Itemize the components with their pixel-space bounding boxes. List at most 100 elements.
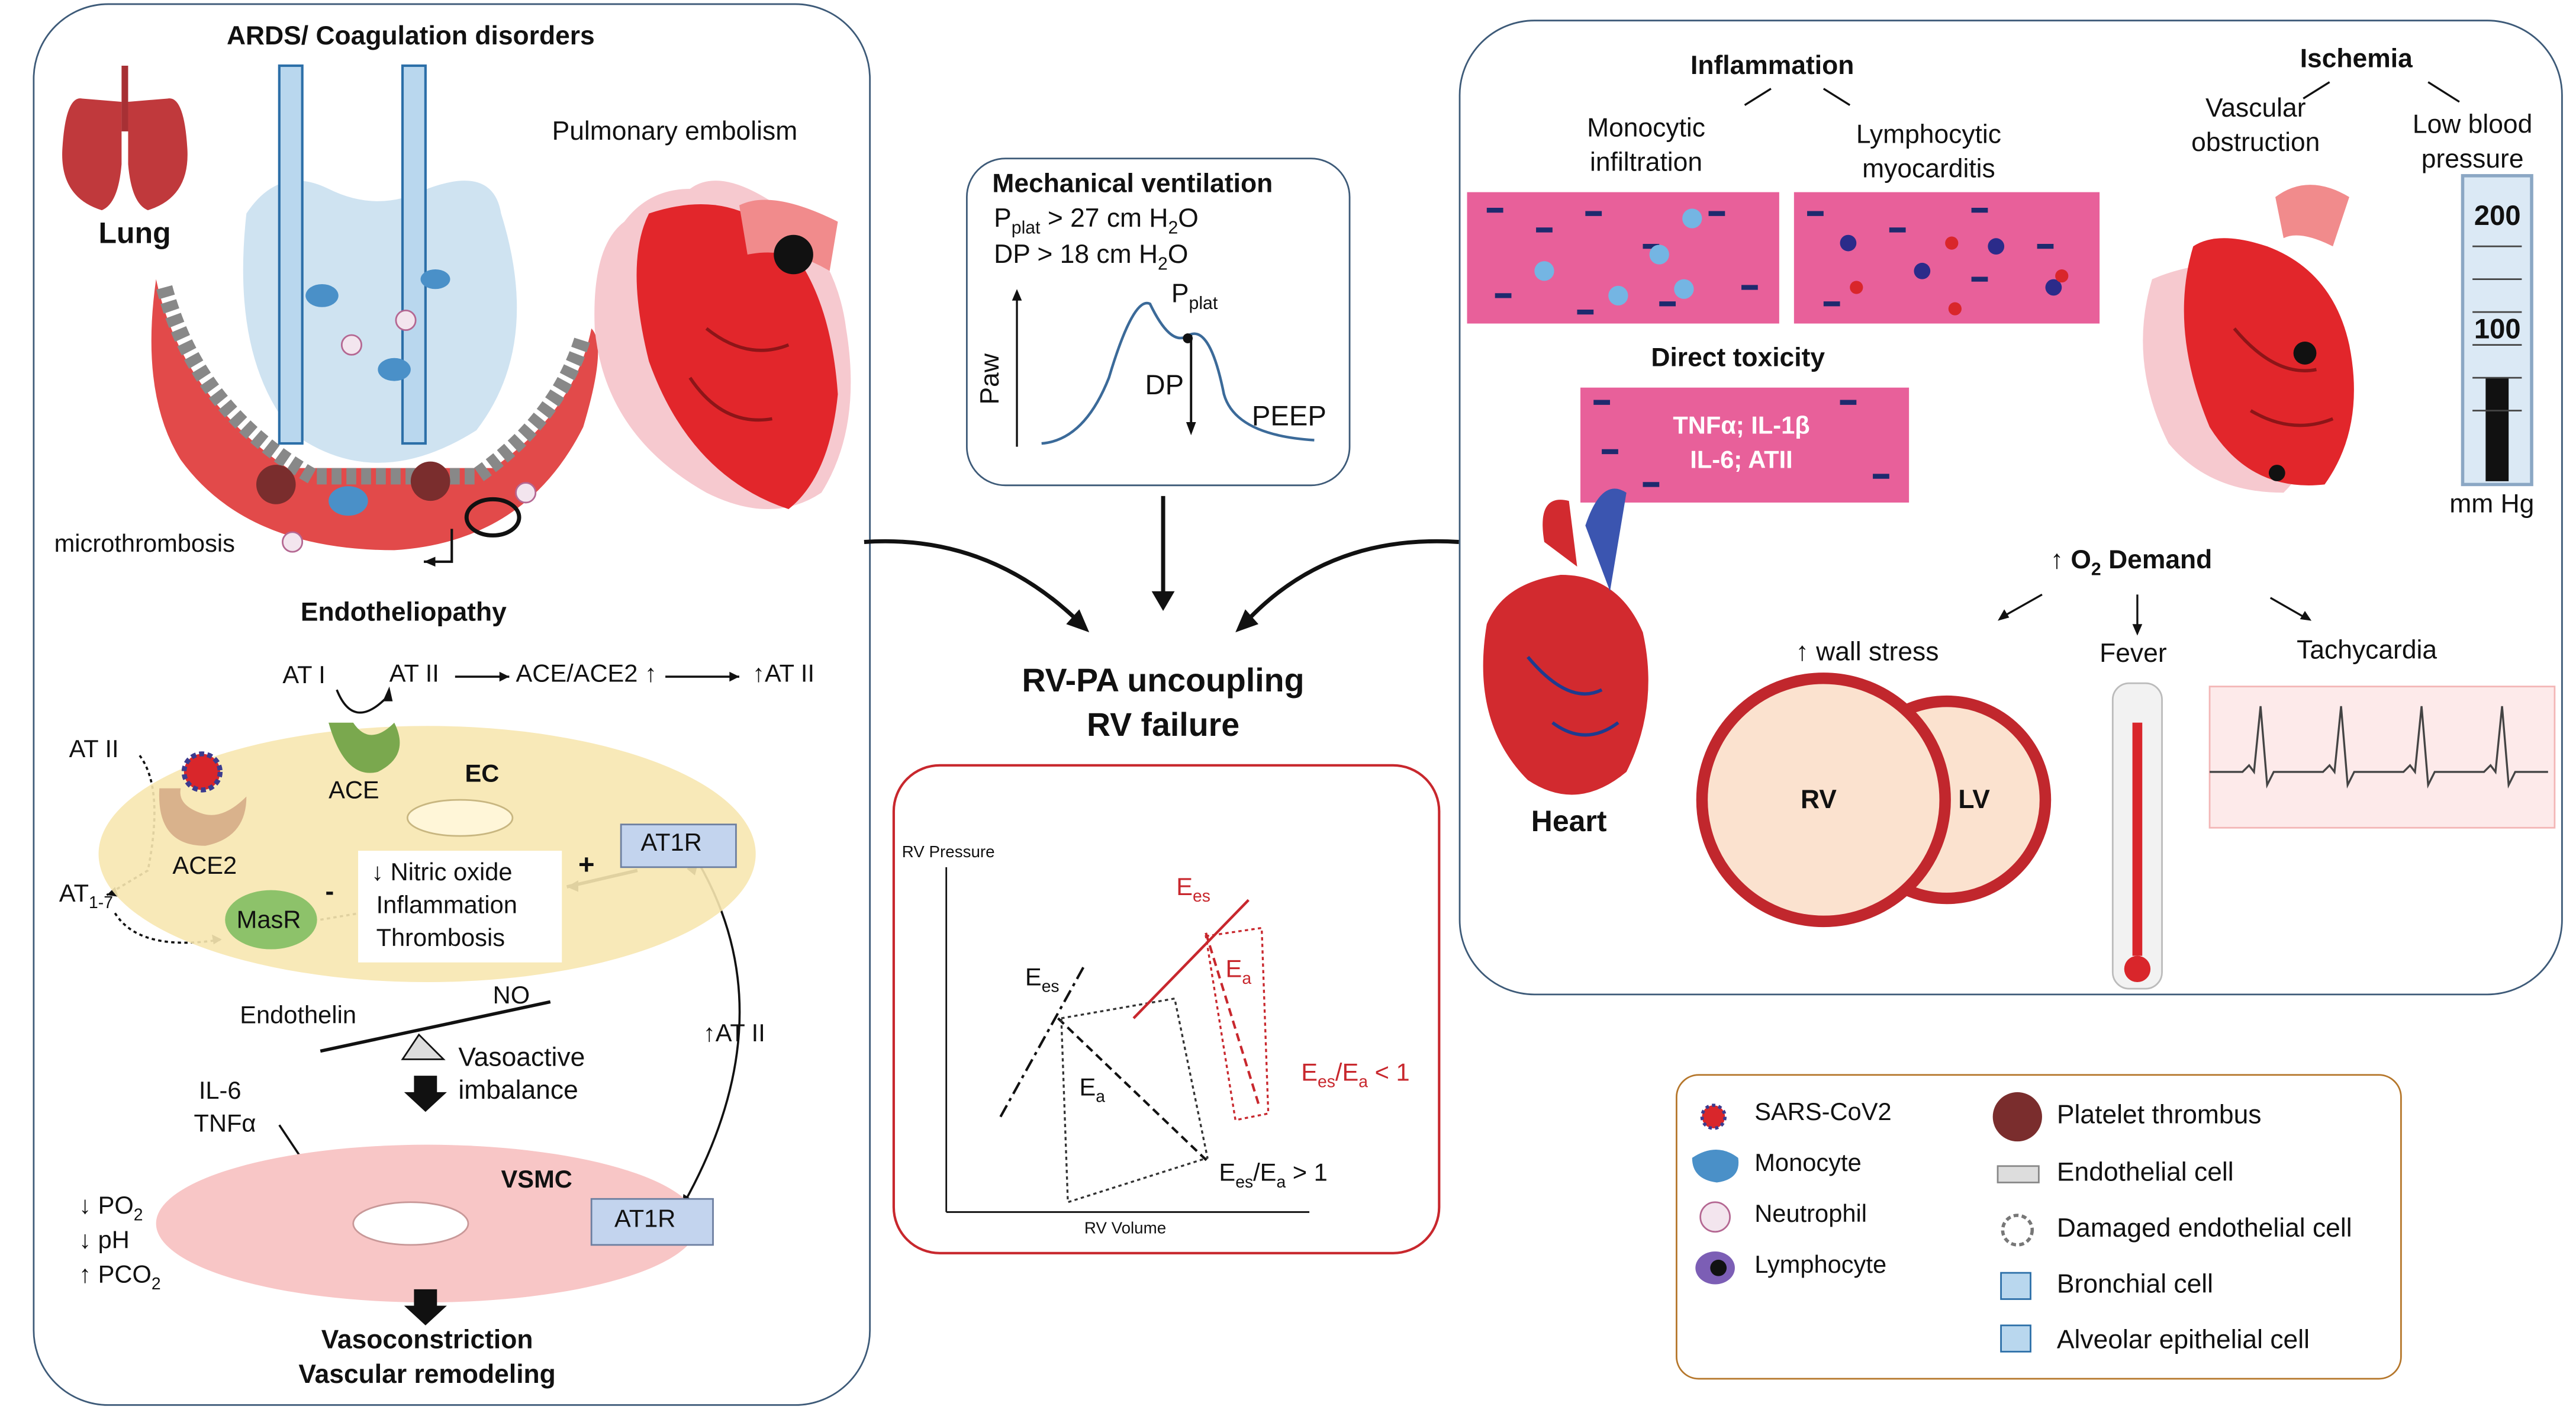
legend-platelet: Platelet thrombus [2056, 1102, 2262, 1130]
legend-neutrophil: Neutrophil [1754, 1201, 1867, 1229]
lowbp-line1: Low blood [2412, 111, 2533, 140]
vasoconstriction-label: Vasoconstriction [321, 1327, 533, 1355]
monocytic-line2: infiltration [1589, 149, 1703, 178]
anatomical-heart [1483, 488, 1648, 795]
vasoactive-line1: Vasoactive [458, 1044, 585, 1073]
sars-cov2-particle [181, 751, 223, 793]
left-title: ARDS/ Coagulation disorders [226, 22, 595, 52]
ec-label: EC [465, 760, 500, 789]
vasoactive-line2: imbalance [458, 1077, 578, 1106]
gauge-100-label: 100 [2474, 313, 2521, 345]
pv-loop-box [892, 764, 1441, 1254]
endothelial-cell-icon [1997, 1165, 2040, 1183]
pplat-threshold: Pplat > 27 cm H2O [994, 205, 1199, 239]
minus-sign: - [325, 879, 334, 907]
ec-effects-line2: Inflammation [376, 892, 517, 920]
at1r-top-label: AT1R [640, 829, 702, 858]
flow-arrowheads [1066, 591, 1259, 633]
ratio-path-label: Ees/Ea < 1 [1301, 1059, 1410, 1092]
at1r-bottom-label: AT1R [614, 1205, 676, 1234]
legend-monocyte: Monocyte [1754, 1150, 1862, 1178]
mmhg-label: mm Hg [2449, 491, 2535, 519]
vsmc-label: VSMC [501, 1166, 572, 1194]
ea-normal-label: Ea [1079, 1074, 1106, 1107]
pe-label: Pulmonary embolism [552, 118, 798, 146]
pulmonary-embolism-heart [594, 181, 851, 510]
direct-toxicity-label: Direct toxicity [1651, 345, 1825, 373]
legend-lymphocyte: Lymphocyte [1754, 1251, 1887, 1280]
vascular-line2: obstruction [2191, 130, 2320, 158]
rv-lv-diagram [1696, 673, 2052, 928]
pressure-gauge [2461, 174, 2533, 487]
ratio-normal-label: Ees/Ea > 1 [1219, 1159, 1328, 1193]
masr-receptor [225, 890, 317, 950]
monocyte-icon [1692, 1150, 1739, 1183]
toxicity-line2: IL-6; ATII [1690, 446, 1793, 475]
heart-label: Heart [1531, 805, 1607, 838]
no-label: NO [492, 982, 530, 1011]
ec-nucleus [406, 799, 514, 837]
endothelin-label: Endothelin [240, 1002, 357, 1030]
inflammation-label: Inflammation [1690, 52, 1854, 81]
ace-enzyme [329, 722, 400, 773]
il6-label: IL-6 [198, 1077, 242, 1106]
wall-stress-label: ↑ wall stress [1795, 639, 1939, 667]
lung-label: Lung [98, 217, 171, 250]
lymphocytic-tissue [1793, 192, 2100, 324]
legend-bronchial: Bronchial cell [2056, 1271, 2214, 1299]
rv-label: RV [1800, 786, 1837, 815]
microthrombosis-label: microthrombosis [54, 530, 235, 559]
mechanical-ventilation-box [965, 157, 1351, 487]
ace-label: ACE [329, 777, 379, 805]
at2-left-label: AT II [69, 735, 119, 764]
ec-effects-box [358, 851, 562, 963]
rv-volume-label: RV Volume [1084, 1220, 1167, 1238]
legend-damaged: Damaged endothelial cell [2056, 1215, 2352, 1244]
gauge-200-label: 200 [2474, 200, 2521, 232]
at1r-bottom-box [590, 1198, 714, 1246]
ace2-enzyme [159, 788, 247, 846]
platelet-thrombus-icon [1992, 1092, 2042, 1142]
o2-arrowheads [1998, 609, 2312, 636]
legend-sars: SARS-CoV2 [1754, 1099, 1892, 1127]
lowbp-line2: pressure [2421, 146, 2524, 175]
alveolus-illustration [151, 64, 598, 567]
curve-dp-label: DP [1145, 369, 1184, 401]
plus-sign: + [578, 849, 595, 881]
outcome-line2: RV failure [1086, 707, 1240, 744]
down-arrow-1 [404, 1076, 447, 1112]
toxicity-line1: TNFα; IL-1β [1673, 412, 1810, 440]
paw-curve [1012, 289, 1315, 447]
thermometer [2111, 682, 2163, 990]
curve-peep-label: PEEP [1251, 400, 1326, 432]
at1-label: AT I [282, 662, 326, 690]
at2-up-label: ↑AT II [703, 1019, 765, 1048]
mv-title: Mechanical ventilation [992, 170, 1273, 199]
ees-normal-label: Ees [1025, 964, 1060, 998]
ec-effects-line1: ↓ Nitric oxide [371, 858, 513, 887]
pco2-label: ↑ PCO2 [79, 1261, 161, 1295]
outcome-line1: RV-PA uncoupling [1022, 663, 1305, 700]
legend-alveolar: Alveolar epithelial cell [2056, 1327, 2310, 1355]
masr-label: MasR [236, 906, 301, 935]
damaged-endothelial-icon [2001, 1214, 2034, 1247]
lymphocytic-line2: myocarditis [1862, 156, 1995, 184]
ace-ace2-label: ACE/ACE2 ↑ [516, 660, 657, 688]
ischemia-heart [2143, 185, 2354, 493]
ischemia-label: Ischemia [2300, 46, 2413, 74]
ace2-label: ACE2 [172, 852, 237, 881]
monocytic-line1: Monocytic [1587, 115, 1706, 143]
at17-label: AT1-7 [59, 880, 113, 913]
alveolar-cell-icon [2000, 1324, 2031, 1353]
fever-label: Fever [2100, 640, 2167, 669]
po2-label: ↓ PO2 [79, 1192, 143, 1225]
toxicity-tissue [1580, 387, 1910, 503]
curve-pplat-label: Pplat [1171, 281, 1218, 314]
flow-arrows [864, 495, 1459, 621]
dp-threshold: DP > 18 cm H2O [994, 241, 1189, 275]
bronchial-cell-icon [2000, 1272, 2031, 1300]
legend-box [1676, 1074, 2402, 1380]
